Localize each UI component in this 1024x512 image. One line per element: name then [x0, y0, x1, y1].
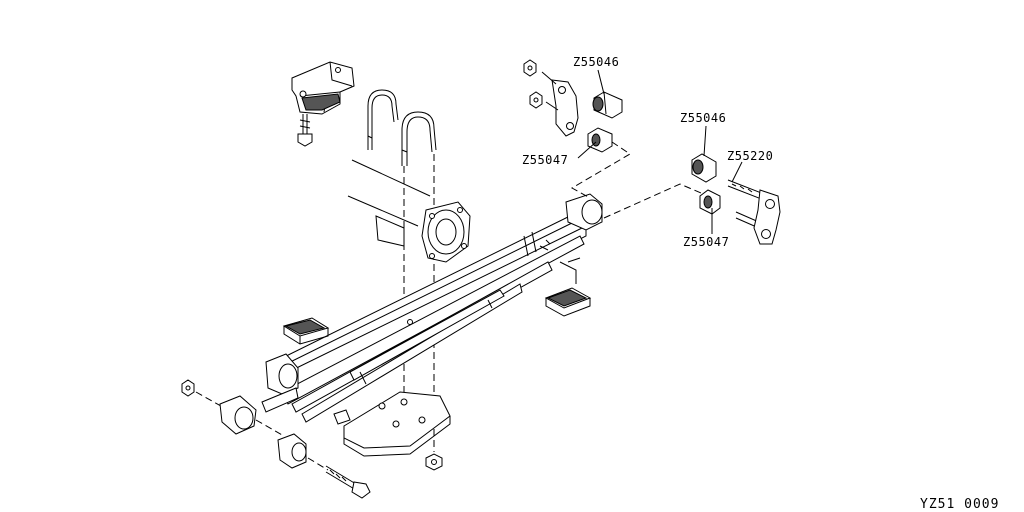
leader-part-c: [703, 125, 707, 157]
front-bolt[interactable]: [325, 465, 371, 499]
bushing-z55046-right[interactable]: [691, 153, 717, 183]
label-part-a: Z55046: [573, 55, 619, 69]
shackle-z55220[interactable]: [727, 179, 781, 245]
axle-line-lower: [347, 195, 419, 227]
spring-eye-rear[interactable]: [565, 193, 603, 231]
label-part-e: Z55047: [683, 235, 729, 249]
spring-seat-plate[interactable]: [333, 391, 451, 457]
bracket-bolt[interactable]: [297, 114, 313, 147]
front-nut[interactable]: [181, 379, 195, 397]
leaf-spring[interactable]: [269, 213, 587, 423]
front-bushing-lower[interactable]: [277, 433, 307, 469]
shackle-nut-upper[interactable]: [523, 59, 537, 77]
bushing-z55047-upper[interactable]: [587, 127, 613, 153]
leader-part-d: [731, 161, 743, 183]
label-part-c: Z55046: [680, 111, 726, 125]
bushing-z55047-right[interactable]: [699, 189, 721, 215]
front-bushing-upper[interactable]: [219, 395, 257, 435]
pad-bracket-right: [559, 257, 581, 284]
diagram-code: YZ51 0009: [920, 497, 999, 512]
u-bolt-front[interactable]: [367, 89, 399, 150]
spring-pad-left[interactable]: [282, 317, 330, 345]
leader-part-b: [577, 141, 597, 159]
shackle-nut-lower[interactable]: [529, 91, 543, 109]
u-bolt-rear[interactable]: [401, 111, 437, 166]
bump-stopper-bracket[interactable]: [291, 61, 355, 115]
u-bolt-nut[interactable]: [425, 453, 443, 471]
axle-hub[interactable]: [375, 201, 471, 263]
label-part-d: Z55220: [727, 149, 773, 163]
bushing-z55046-upper[interactable]: [592, 91, 623, 119]
leader-part-a: [597, 69, 605, 95]
shackle-plate-upper[interactable]: [551, 79, 579, 137]
spring-eye-front[interactable]: [261, 353, 299, 413]
axle-line-upper: [351, 159, 431, 197]
label-part-b: Z55047: [522, 153, 568, 167]
spring-pad-right[interactable]: [544, 287, 592, 317]
